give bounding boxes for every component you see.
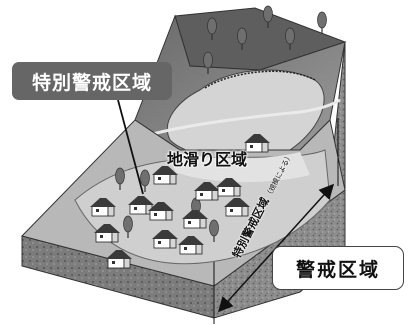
house-icon bbox=[152, 230, 178, 249]
tree-icon bbox=[317, 11, 327, 34]
landslide-tongue bbox=[170, 150, 310, 183]
house-icon bbox=[90, 198, 116, 217]
tree-icon bbox=[140, 169, 150, 192]
tree-icon bbox=[123, 215, 133, 238]
tree-icon bbox=[237, 27, 247, 50]
callout-leader-line bbox=[117, 99, 144, 195]
house-icon bbox=[152, 166, 178, 185]
tree-icon bbox=[115, 167, 125, 190]
special-warning-zone-callout: 特別警戒区域 bbox=[12, 62, 172, 100]
house-icon bbox=[194, 182, 220, 201]
landslide-area-label: 地滑り区域 bbox=[167, 150, 248, 169]
house-icon bbox=[244, 134, 270, 153]
house-icon bbox=[94, 224, 120, 243]
house-icon bbox=[178, 236, 204, 255]
tree-icon bbox=[285, 27, 295, 50]
tree-icon bbox=[263, 5, 273, 28]
house-icon bbox=[106, 250, 132, 269]
road-curve bbox=[129, 98, 341, 142]
tree-icon bbox=[203, 51, 213, 74]
tree-icon bbox=[207, 17, 217, 40]
house-icon bbox=[148, 202, 174, 221]
warning-zone-callout: 警戒区域 bbox=[272, 246, 404, 290]
scar-cliff-edge bbox=[204, 70, 316, 89]
house-icon bbox=[182, 210, 208, 229]
